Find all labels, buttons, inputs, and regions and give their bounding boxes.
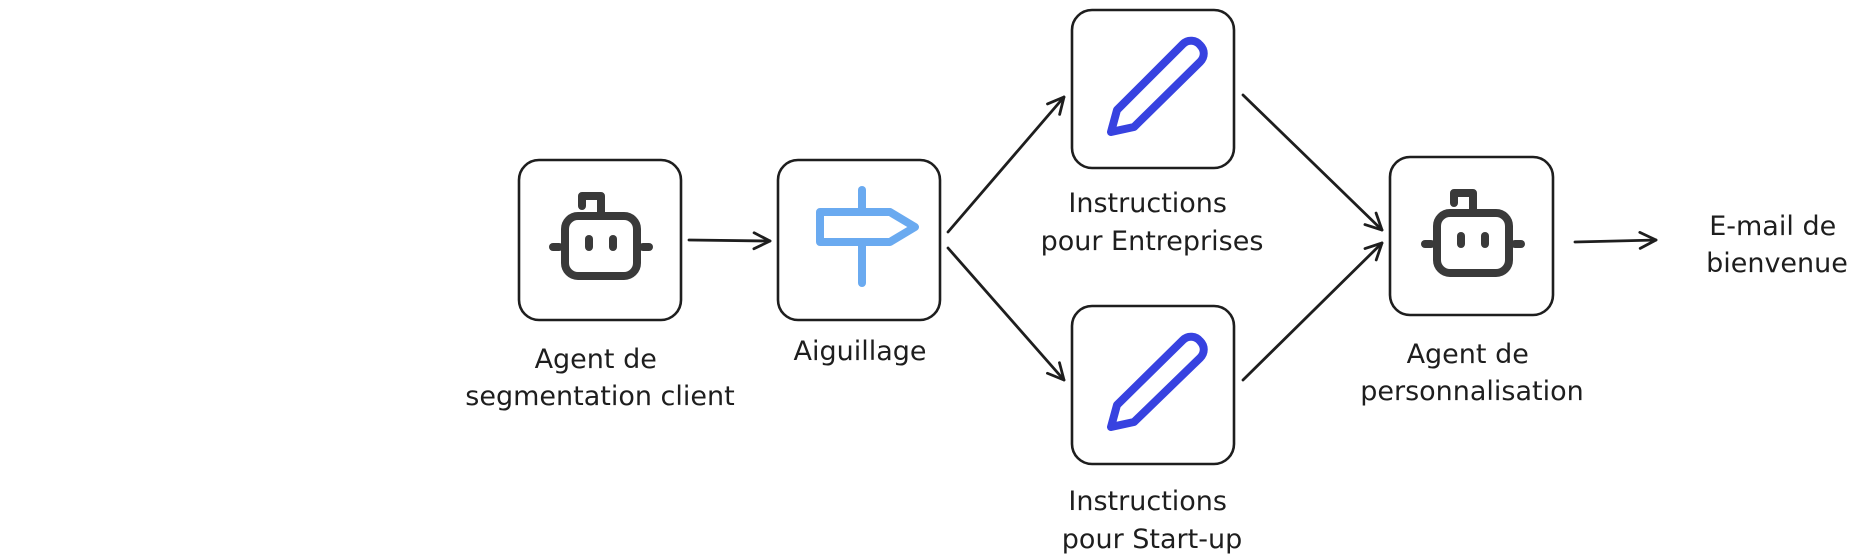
instructions-enterprises-label: Instructions pour Entreprises [1041,188,1264,257]
personalization-agent-label: Agent de personnalisation [1360,339,1584,407]
segmentation-agent-box [517,158,683,322]
pencil-icon [1107,36,1208,136]
welcome-email-label-line-1: E-mail de [1709,211,1836,242]
routing-label: Aiguillage [793,336,926,367]
arrow-enterprises-to-personalization [1241,93,1384,232]
arrow-routing-to-enterprises [946,95,1066,234]
signpost-icon [816,186,919,287]
personalization-agent-box [1388,155,1555,317]
node-segmentation-agent: Agent de segmentation client [465,158,735,412]
node-instructions-enterprises: Instructions pour Entreprises [1041,8,1264,257]
instructions-startup-label-line-2: pour Start-up [1062,524,1242,555]
routing-label-line-1: Aiguillage [793,336,926,367]
robot-icon [1421,189,1525,277]
robot-icon [549,192,653,280]
personalization-agent-label-line-2: personnalisation [1360,376,1584,407]
instructions-enterprises-box [1070,8,1236,170]
segmentation-agent-label: Agent de segmentation client [465,344,734,412]
arrow-personalization-to-output [1573,230,1658,250]
node-instructions-startup: Instructions pour Start-up [1062,304,1242,555]
instructions-startup-label-line-1: Instructions [1068,486,1227,517]
welcome-email-label: E-mail de bienvenue [1706,211,1848,279]
personalization-agent-label-line-1: Agent de [1407,339,1529,370]
arrow-routing-to-startup [946,246,1066,382]
instructions-enterprises-label-line-1: Instructions [1068,188,1227,219]
welcome-email-label-line-2: bienvenue [1706,248,1848,279]
arrow-startup-to-personalization [1241,241,1384,382]
instructions-enterprises-label-line-2: pour Entreprises [1041,226,1264,257]
segmentation-agent-label-line-2: segmentation client [465,381,734,412]
node-personalization-agent: Agent de personnalisation [1360,155,1584,407]
instructions-startup-box [1070,304,1236,466]
node-routing: Aiguillage [776,158,942,367]
instructions-startup-label: Instructions pour Start-up [1062,486,1242,555]
segmentation-agent-label-line-1: Agent de [535,344,657,375]
pencil-icon [1107,332,1208,431]
arrow-segmentation-to-routing [687,231,772,251]
